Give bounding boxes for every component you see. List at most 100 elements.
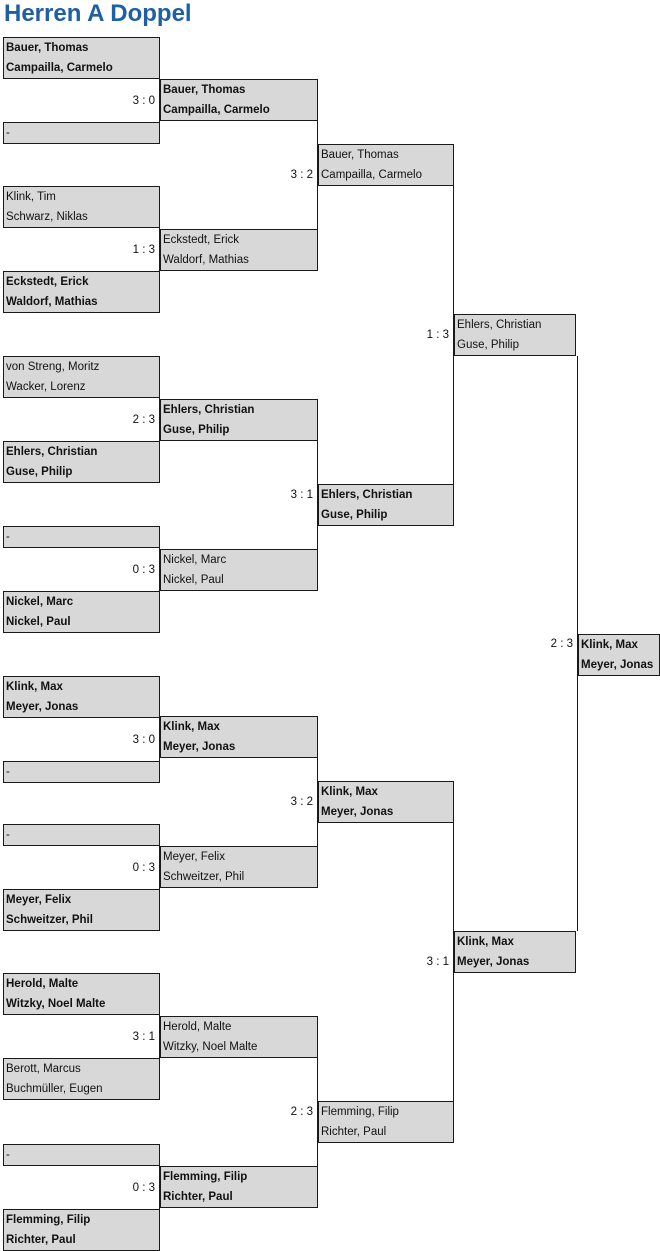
player-name: Flemming, Filip [6, 1214, 91, 1226]
player-name: Witzky, Noel Malte [6, 998, 106, 1010]
player-name: Bauer, Thomas [6, 42, 89, 54]
round1-team-box: - [3, 122, 160, 144]
match-score: 2 : 3 [132, 413, 155, 426]
player-name: Waldorf, Mathias [6, 296, 98, 308]
player-name: - [6, 1149, 10, 1161]
player-name: Nickel, Paul [6, 616, 71, 628]
player-name: Wacker, Lorenz [6, 381, 86, 393]
player-name: Klink, Max [163, 721, 220, 733]
bracket-connector-line [159, 398, 160, 441]
match-score: 3 : 0 [132, 733, 155, 746]
match-score: 3 : 1 [132, 1030, 155, 1043]
player-name: Meyer, Felix [163, 851, 225, 863]
bracket-connector-line [159, 846, 160, 889]
player-name: Herold, Malte [6, 978, 79, 990]
player-name: Campailla, Carmelo [6, 62, 113, 74]
player-name: Berott, Marcus [6, 1063, 81, 1075]
player-name: Klink, Max [6, 681, 63, 693]
player-name: - [6, 531, 10, 543]
player-name: Ehlers, Christian [457, 319, 542, 331]
bracket-connector-line [453, 186, 454, 484]
player-name: von Streng, Moritz [6, 361, 100, 373]
player-name: Nickel, Paul [163, 574, 224, 586]
bracket-connector-line [317, 441, 318, 549]
round1-team-box: - [3, 761, 160, 783]
match-score: 0 : 3 [132, 1181, 155, 1194]
match-score: 3 : 1 [426, 956, 449, 968]
player-name: Bauer, Thomas [163, 84, 246, 96]
player-name: Campailla, Carmelo [321, 169, 422, 181]
bracket-connector-line [159, 1015, 160, 1058]
player-name: Guse, Philip [163, 424, 230, 436]
player-name: Campailla, Carmelo [163, 104, 270, 116]
player-name: Nickel, Marc [6, 596, 74, 608]
player-name: Meyer, Jonas [321, 806, 394, 818]
round1-team-box: - [3, 1144, 160, 1166]
page-title: Herren A Doppel [4, 0, 192, 27]
match-score: 3 : 2 [290, 169, 313, 181]
player-name: - [6, 766, 10, 778]
player-name: Klink, Max [581, 639, 638, 651]
player-name: Richter, Paul [321, 1126, 387, 1138]
player-name: Guse, Philip [457, 339, 520, 351]
player-name: Schwarz, Niklas [6, 211, 88, 223]
bracket-connector-line [159, 79, 160, 122]
player-name: Bauer, Thomas [321, 149, 399, 161]
player-name: Klink, Max [457, 936, 514, 948]
bracket-connector-line [317, 758, 318, 846]
player-name: Eckstedt, Erick [6, 276, 89, 288]
match-score: 0 : 3 [132, 563, 155, 576]
round1-team-box: - [3, 824, 160, 846]
player-name: Nickel, Marc [163, 554, 227, 566]
player-name: Buchmüller, Eugen [6, 1083, 103, 1095]
player-name: Eckstedt, Erick [163, 234, 240, 246]
player-name: Richter, Paul [6, 1234, 76, 1246]
match-score: 1 : 3 [132, 243, 155, 256]
player-name: Klink, Tim [6, 191, 56, 203]
player-name: Guse, Philip [6, 466, 73, 478]
bracket-connector-line [317, 121, 318, 229]
player-name: Meyer, Felix [6, 894, 72, 906]
player-name: Flemming, Filip [321, 1106, 399, 1118]
bracket-connector-line [577, 356, 578, 931]
bracket-connector-line [159, 1166, 160, 1209]
bracket-connector-line [317, 1058, 318, 1166]
round1-team-box: - [3, 526, 160, 548]
player-name: Ehlers, Christian [321, 489, 413, 501]
player-name: Schweitzer, Phil [6, 914, 93, 926]
match-score: 3 : 1 [290, 489, 313, 501]
match-score: 1 : 3 [426, 329, 449, 341]
bracket-connector-line [159, 228, 160, 271]
player-name: Richter, Paul [163, 1191, 233, 1203]
player-name: Meyer, Jonas [581, 659, 654, 671]
player-name: Klink, Max [321, 786, 378, 798]
player-name: Witzky, Noel Malte [163, 1041, 258, 1053]
player-name: - [6, 127, 10, 139]
player-name: Meyer, Jonas [6, 701, 79, 713]
